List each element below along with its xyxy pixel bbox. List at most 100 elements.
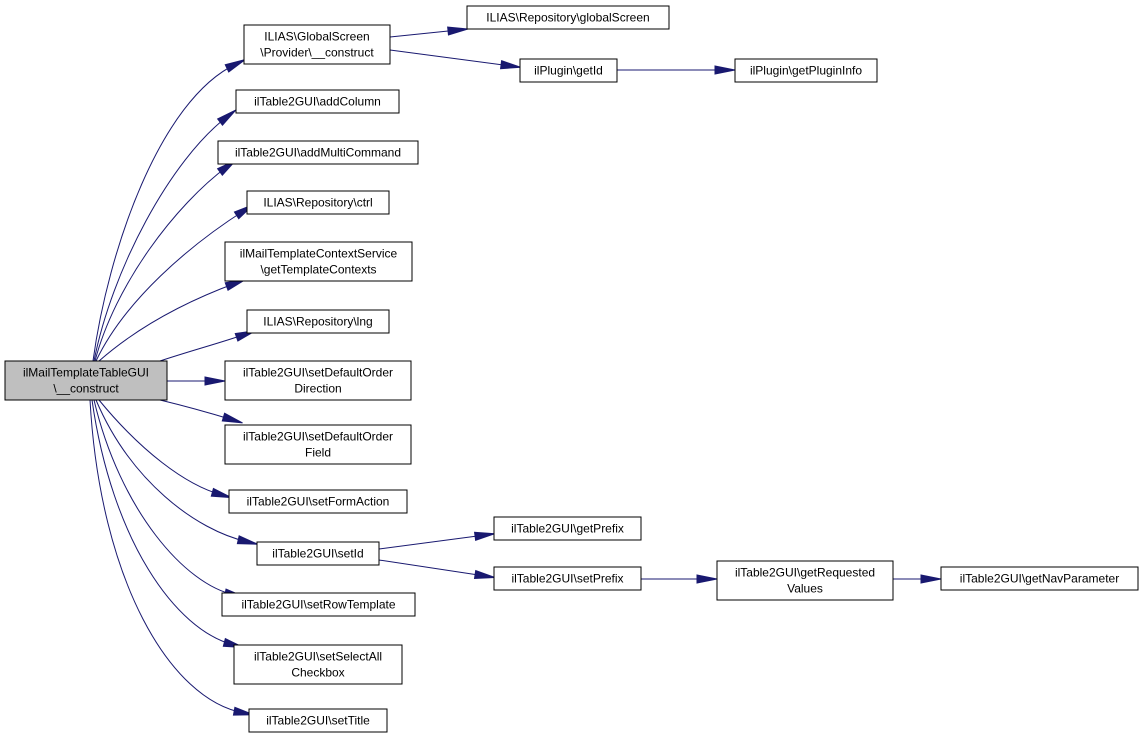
edge-root-to-add-column-arrowhead: [216, 109, 237, 127]
edge-gs-construct-to-plugin-getid: [389, 49, 522, 70]
edge-root-to-form-action: [98, 399, 232, 499]
node-label: ILIAS\Repository\lng: [263, 315, 372, 329]
node-form-action[interactable]: ilTable2GUI\setFormAction: [228, 489, 408, 514]
edge-set-id-to-set-prefix: [378, 559, 496, 579]
node-label: ilTable2GUI\setTitle: [266, 714, 370, 728]
edge-root-to-gs-construct-arrowhead: [224, 59, 246, 73]
node-label: ilTable2GUI\setRowTemplate: [241, 598, 395, 612]
node-label: ilTable2GUI\getNavParameter: [960, 572, 1119, 586]
node-label: Direction: [294, 382, 341, 396]
edge-gs-construct-to-plugin-getid-arrowhead: [499, 60, 522, 70]
edge-set-prefix-to-requested-values: [641, 574, 718, 584]
edge-plugin-getid-to-plugin-info-arrowhead: [714, 65, 736, 75]
node-add-column[interactable]: ilTable2GUI\addColumn: [235, 89, 400, 114]
node-nav-param[interactable]: ilTable2GUI\getNavParameter: [940, 566, 1139, 591]
node-label: ilMailTemplateContextService: [240, 247, 398, 261]
node-label: ilTable2GUI\setDefaultOrder: [243, 430, 393, 444]
node-label: ILIAS\Repository\globalScreen: [486, 11, 649, 25]
node-box[interactable]: [256, 541, 380, 566]
node-box[interactable]: [217, 140, 419, 165]
edge-requested-values-to-nav-param: [893, 574, 942, 584]
node-label: Checkbox: [291, 666, 344, 680]
edge-root-to-form-action-line: [98, 399, 223, 496]
node-label: ilTable2GUI\getRequested: [735, 566, 875, 580]
edge-root-to-template-contexts-line: [98, 282, 237, 362]
edge-root-to-set-id: [95, 399, 258, 545]
node-box[interactable]: [228, 489, 408, 514]
node-box[interactable]: [519, 58, 618, 83]
node-global-screen[interactable]: ILIAS\Repository\globalScreen: [466, 5, 670, 30]
node-root[interactable]: ilMailTemplateTableGUI \__construct: [4, 360, 168, 401]
node-label: ilMailTemplateTableGUI: [23, 366, 149, 380]
edge-set-id-to-get-prefix: [378, 531, 496, 550]
node-box[interactable]: [493, 516, 642, 541]
edge-root-to-gs-construct: [92, 59, 246, 362]
edge-gs-construct-to-global-screen-arrowhead: [447, 26, 469, 36]
node-set-prefix[interactable]: ilTable2GUI\setPrefix: [493, 566, 642, 591]
node-repo-lng[interactable]: ILIAS\Repository\lng: [246, 309, 390, 334]
node-box[interactable]: [940, 566, 1139, 591]
node-gs-construct[interactable]: ILIAS\GlobalScreen\Provider\__construct: [243, 24, 391, 65]
edge-root-to-order-dir: [167, 376, 226, 386]
node-add-multi[interactable]: ilTable2GUI\addMultiCommand: [217, 140, 419, 165]
node-box[interactable]: [233, 644, 403, 685]
edge-root-to-set-id-line: [95, 399, 249, 543]
edge-root-to-form-action-arrowhead: [210, 487, 232, 499]
node-template-contexts[interactable]: ilMailTemplateContextService \getTemplate…: [224, 241, 413, 282]
edge-root-to-repo-lng-line: [159, 333, 247, 362]
nodes-layer: ilMailTemplateTableGUI \__construct ILIAS\…: [4, 5, 1139, 733]
node-box[interactable]: [4, 360, 168, 401]
edge-root-to-order-dir-arrowhead: [204, 376, 226, 386]
node-label: Values: [787, 582, 823, 596]
node-plugin-info[interactable]: ilPlugin\getPluginInfo: [734, 58, 878, 83]
edge-plugin-getid-to-plugin-info: [617, 65, 736, 75]
node-set-id[interactable]: ilTable2GUI\setId: [256, 541, 380, 566]
node-box[interactable]: [243, 24, 391, 65]
edge-gs-construct-to-plugin-getid-line: [389, 49, 512, 67]
edge-root-to-add-column: [93, 109, 237, 362]
node-label: \getTemplateContexts: [260, 263, 376, 277]
node-box[interactable]: [235, 89, 400, 114]
node-label: ilPlugin\getId: [534, 64, 603, 78]
edge-set-id-to-set-prefix-arrowhead: [473, 569, 496, 579]
node-box[interactable]: [248, 708, 388, 733]
node-label: \Provider\__construct: [260, 46, 374, 60]
edge-requested-values-to-nav-param-arrowhead: [920, 574, 942, 584]
edge-set-id-to-get-prefix-line: [378, 534, 486, 550]
node-box[interactable]: [493, 566, 642, 591]
node-box[interactable]: [224, 241, 413, 282]
edge-root-to-add-multi: [94, 159, 237, 362]
node-row-template[interactable]: ilTable2GUI\setRowTemplate: [221, 592, 416, 617]
node-label: ilTable2GUI\setDefaultOrder: [243, 366, 393, 380]
node-box[interactable]: [466, 5, 670, 30]
node-label: \__construct: [53, 382, 119, 396]
node-box[interactable]: [224, 360, 412, 401]
node-box[interactable]: [221, 592, 416, 617]
node-repo-ctrl[interactable]: ILIAS\Repository\ctrl: [246, 190, 390, 215]
node-label: ilTable2GUI\addColumn: [254, 95, 381, 109]
edge-root-to-repo-ctrl-line: [95, 209, 246, 362]
edges-layer: [89, 26, 942, 716]
node-label: ilTable2GUI\getPrefix: [511, 522, 624, 536]
node-label: ilTable2GUI\setId: [272, 547, 363, 561]
edge-set-id-to-set-prefix-line: [378, 559, 486, 577]
node-box[interactable]: [224, 424, 412, 465]
node-box[interactable]: [716, 560, 894, 601]
node-box[interactable]: [246, 190, 390, 215]
edge-set-id-to-get-prefix-arrowhead: [473, 531, 496, 541]
node-box[interactable]: [246, 309, 390, 334]
node-set-title[interactable]: ilTable2GUI\setTitle: [248, 708, 388, 733]
node-get-prefix[interactable]: ilTable2GUI\getPrefix: [493, 516, 642, 541]
edge-root-to-set-id-arrowhead: [236, 535, 258, 545]
edge-root-to-set-title-line: [89, 399, 245, 714]
node-plugin-getid[interactable]: ilPlugin\getId: [519, 58, 618, 83]
edge-root-to-order-field-line: [159, 399, 234, 421]
edge-root-to-repo-lng: [159, 330, 256, 362]
edge-set-prefix-to-requested-values-arrowhead: [696, 574, 718, 584]
node-box[interactable]: [734, 58, 878, 83]
